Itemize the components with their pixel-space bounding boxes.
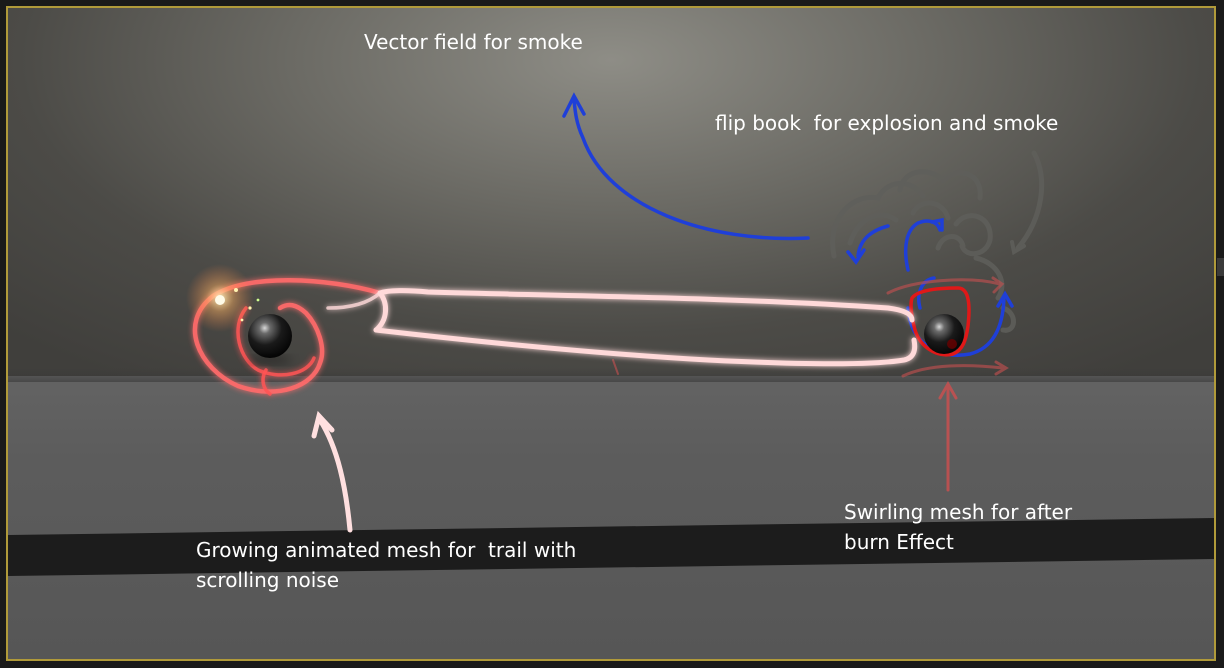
right-sphere-ember bbox=[947, 339, 957, 349]
vector-field-arrow bbox=[562, 92, 810, 241]
scene-viewport[interactable]: Vector field for smoke flip book for exp… bbox=[6, 6, 1216, 661]
vector-field-label: Vector field for smoke bbox=[364, 30, 583, 54]
red-swirl-mesh bbox=[909, 286, 971, 357]
sketch-overlay bbox=[186, 92, 1045, 533]
afterburn-sketch bbox=[612, 276, 1009, 378]
floor-plane bbox=[8, 376, 1214, 659]
swirl-mesh-pointer bbox=[938, 380, 958, 492]
side-scroll-tab[interactable] bbox=[1217, 258, 1224, 276]
swirling-mesh-label: Swirling mesh for after burn Effect bbox=[844, 500, 1073, 554]
flip-book-label: flip book for explosion and smoke bbox=[715, 111, 1059, 135]
growing-mesh-label: Growing animated mesh for trail with scr… bbox=[196, 538, 577, 592]
left-sphere-shadow bbox=[248, 356, 292, 364]
growing-mesh-pointer bbox=[311, 410, 353, 533]
spark-effect bbox=[186, 264, 260, 332]
smoke-puff-sketch bbox=[830, 150, 1045, 333]
right-sphere[interactable] bbox=[924, 314, 964, 354]
left-sphere[interactable] bbox=[248, 314, 292, 358]
trail-tube bbox=[326, 288, 918, 367]
trail-glow-ring bbox=[192, 278, 383, 396]
